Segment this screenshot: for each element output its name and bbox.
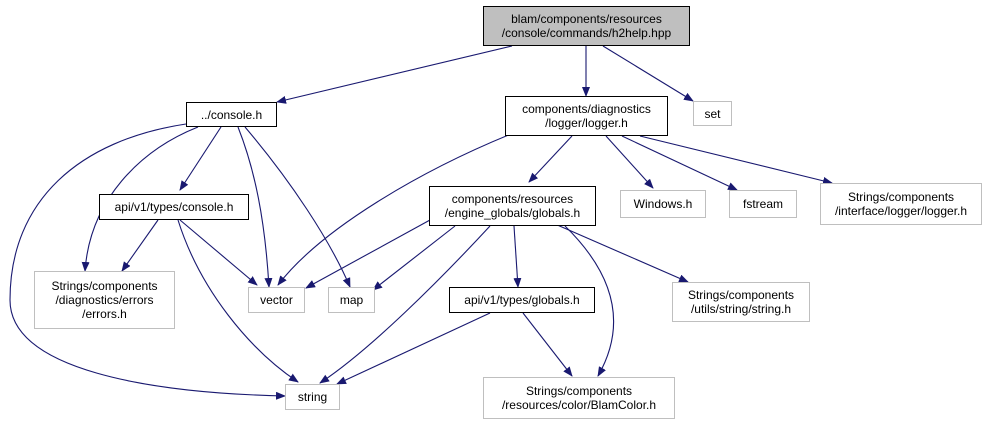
- node-errors-h[interactable]: Strings/components /diagnostics/errors /…: [34, 271, 175, 329]
- node-types-globals-h[interactable]: api/v1/types/globals.h: [449, 287, 595, 313]
- node-windows-h[interactable]: Windows.h: [620, 190, 706, 218]
- edge-console-h-errors-h: [81, 126, 199, 272]
- node-types-console-h[interactable]: api/v1/types/console.h: [99, 194, 249, 220]
- node-set[interactable]: set: [693, 101, 732, 126]
- edge-globals-h-types-globals-h: [513, 225, 522, 288]
- edge-logger-h-vector: [277, 129, 522, 286]
- node-string-h[interactable]: Strings/components /utils/string/string.…: [672, 282, 810, 322]
- node-root-h2help-hpp[interactable]: blam/components/resources /console/comma…: [483, 6, 690, 46]
- edge-globals-h-blamcolor-h: [564, 225, 615, 377]
- edge-console-h-types-console-h: [179, 126, 222, 191]
- node-fstream[interactable]: fstream: [729, 190, 797, 218]
- edge-root-set: [602, 45, 694, 102]
- edge-globals-h-map: [372, 225, 456, 291]
- edge-console-h-vector: [237, 126, 273, 288]
- edge-globals-h-string: [319, 225, 491, 384]
- edge-logger-h-globals-h: [528, 135, 573, 183]
- edge-console-h-map: [244, 126, 351, 288]
- edge-types-globals-h-blamcolor-h: [522, 312, 573, 377]
- node-string[interactable]: string: [285, 384, 340, 410]
- edge-console-h-string: [9, 123, 286, 400]
- node-map[interactable]: map: [328, 287, 375, 313]
- edge-types-console-h-vector: [179, 219, 258, 286]
- edge-types-console-h-string: [177, 219, 299, 383]
- edge-types-console-h-errors-h: [121, 219, 159, 272]
- edge-globals-h-string-h: [554, 223, 689, 283]
- node-blamcolor-h[interactable]: Strings/components /resources/color/Blam…: [483, 377, 675, 419]
- edge-types-globals-h-string: [336, 312, 491, 385]
- node-console-h[interactable]: ../console.h: [186, 102, 277, 127]
- node-strings-logger-h[interactable]: Strings/components /interface/logger/log…: [820, 183, 982, 225]
- node-vector[interactable]: vector: [248, 287, 305, 313]
- edge-logger-h-strings-logger-h: [639, 135, 833, 185]
- node-globals-h[interactable]: components/resources /engine_globals/glo…: [429, 186, 596, 226]
- node-logger-h[interactable]: components/diagnostics /logger/logger.h: [505, 96, 668, 136]
- edge-logger-h-fstream: [621, 135, 738, 191]
- edge-logger-h-windows-h: [605, 135, 654, 189]
- edge-root-console-h: [276, 45, 513, 104]
- edge-globals-h-vector: [305, 219, 431, 289]
